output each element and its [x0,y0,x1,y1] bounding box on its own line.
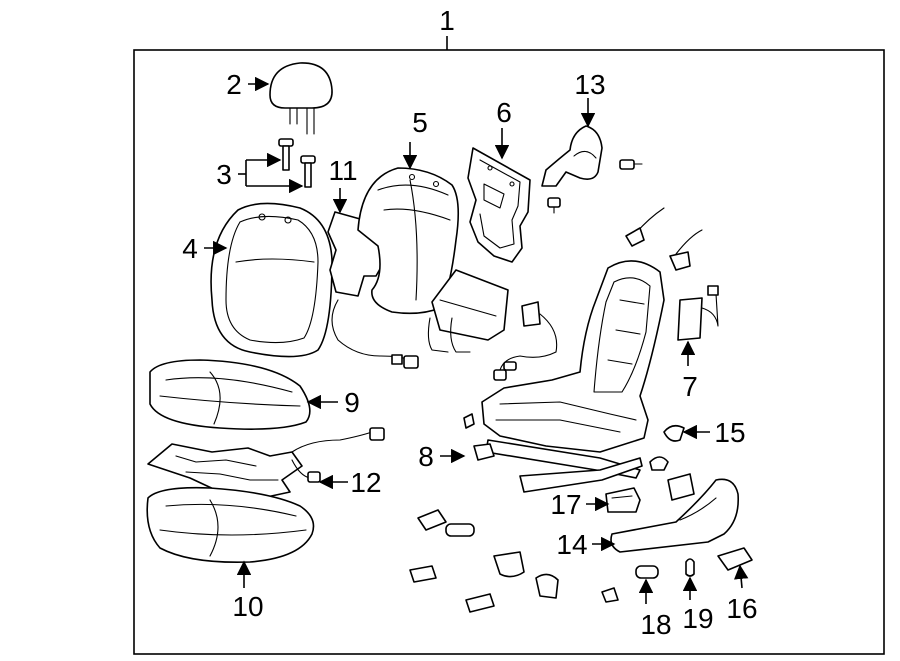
leader-16 [734,564,749,589]
seatback-pad [357,167,460,315]
callout-10: 10 [232,591,263,622]
callout-13: 13 [574,69,605,100]
callout-19: 19 [682,603,713,634]
callout-7: 7 [682,371,698,402]
callout-17: 17 [550,489,581,520]
wire-brackets [625,207,703,271]
callout-3: 3 [216,159,232,190]
lower-small-parts [409,509,559,613]
seat-switch [677,285,719,341]
recliner-adjuster [605,487,641,513]
callout-18: 18 [640,609,671,640]
seatback-board [467,147,531,263]
seatback-cover [210,202,333,358]
seat-frame [481,260,665,493]
headrest-guides [278,138,316,188]
back-frame-parts [427,269,509,353]
callout-15: 15 [714,417,745,448]
callout-6: 6 [496,97,512,128]
callout-4: 4 [182,233,198,264]
side-trim-cover [541,125,643,214]
callout-2: 2 [226,69,242,100]
seat-cushion-cover [149,359,311,430]
frame-clip [463,413,495,461]
callout-5: 5 [412,107,428,138]
diagram-frame [133,49,885,655]
callout-11: 11 [328,155,357,186]
recline-knob [717,547,753,571]
callout-14: 14 [556,529,587,560]
small-bolt [601,587,619,603]
callout-8: 8 [418,441,434,472]
seat-cushion-pad [146,486,315,564]
slide-knob [635,565,659,579]
clip-19 [685,558,695,577]
seat-wire-harness [493,301,558,381]
bolt-cap [663,424,685,442]
knob-parts [649,456,695,501]
headrest [269,62,333,135]
callout-12: 12 [350,467,381,498]
callout-16: 16 [726,593,757,624]
callout-9: 9 [344,387,360,418]
callout-1: 1 [439,5,455,36]
